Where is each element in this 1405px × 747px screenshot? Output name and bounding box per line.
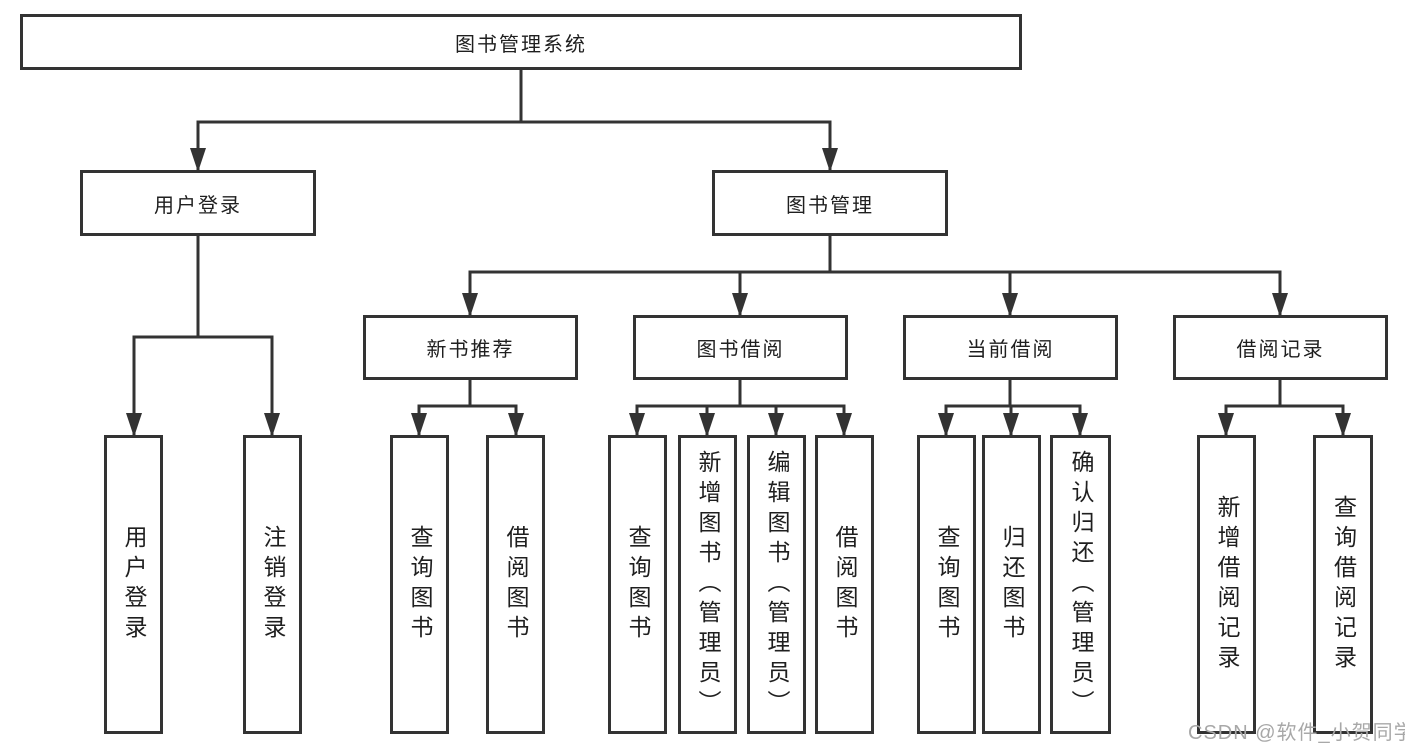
node-label: 新书推荐 <box>426 339 515 361</box>
leaf-confirm-return-admin: 确认归还（管理员） <box>1050 435 1111 734</box>
leaf-add-books-admin: 新增图书（管理员） <box>678 435 737 734</box>
node-book-borrowing: 图书借阅 <box>633 315 848 380</box>
node-label: 用户登录 <box>154 194 242 217</box>
node-label: 当前借阅 <box>966 339 1055 361</box>
node-label: 查询图书 <box>625 524 651 645</box>
node-library-management-system: 图书管理系统 <box>20 14 1022 70</box>
node-borrowing-records: 借阅记录 <box>1173 315 1388 380</box>
node-new-book-recommendation: 新书推荐 <box>363 315 578 380</box>
leaf-query-books-recommend: 查询图书 <box>390 435 449 734</box>
node-label: 图书借阅 <box>696 339 785 361</box>
node-book-management: 图书管理 <box>712 170 948 236</box>
node-label: 借阅记录 <box>1236 339 1325 361</box>
node-label: 借阅图书 <box>503 524 529 645</box>
csdn-watermark: CSDN @软件_小贺同学 <box>1188 722 1405 744</box>
node-label: 新增借阅记录 <box>1214 494 1240 675</box>
leaf-return-books: 归还图书 <box>982 435 1041 734</box>
node-label: 查询借阅记录 <box>1330 494 1357 675</box>
leaf-borrow-books-recommend: 借阅图书 <box>486 435 545 734</box>
node-label: 查询图书 <box>407 524 433 645</box>
node-user-login: 用户登录 <box>80 170 316 236</box>
node-label: 用户登录 <box>121 524 147 645</box>
leaf-user-login: 用户登录 <box>104 435 163 734</box>
node-label: 借阅图书 <box>832 524 858 645</box>
node-label: 图书管理 <box>786 194 874 217</box>
arrowhead-icons <box>126 148 1351 437</box>
node-label: 注销登录 <box>260 524 286 645</box>
leaf-query-books-borrow: 查询图书 <box>608 435 667 734</box>
leaf-borrow-books: 借阅图书 <box>815 435 874 734</box>
leaf-query-books-current: 查询图书 <box>917 435 976 734</box>
leaf-query-borrow-record: 查询借阅记录 <box>1313 435 1373 734</box>
node-label: 编辑图书（管理员） <box>764 449 790 720</box>
node-label: 确认归还（管理员） <box>1068 449 1094 720</box>
node-label: 新增图书（管理员） <box>695 449 721 720</box>
node-label: 图书管理系统 <box>455 33 587 56</box>
leaf-logout: 注销登录 <box>243 435 302 734</box>
leaf-add-borrow-record: 新增借阅记录 <box>1197 435 1256 734</box>
node-label: 查询图书 <box>934 524 960 645</box>
leaf-edit-books-admin: 编辑图书（管理员） <box>747 435 806 734</box>
node-label: 归还图书 <box>999 524 1025 645</box>
node-current-borrowing: 当前借阅 <box>903 315 1118 380</box>
